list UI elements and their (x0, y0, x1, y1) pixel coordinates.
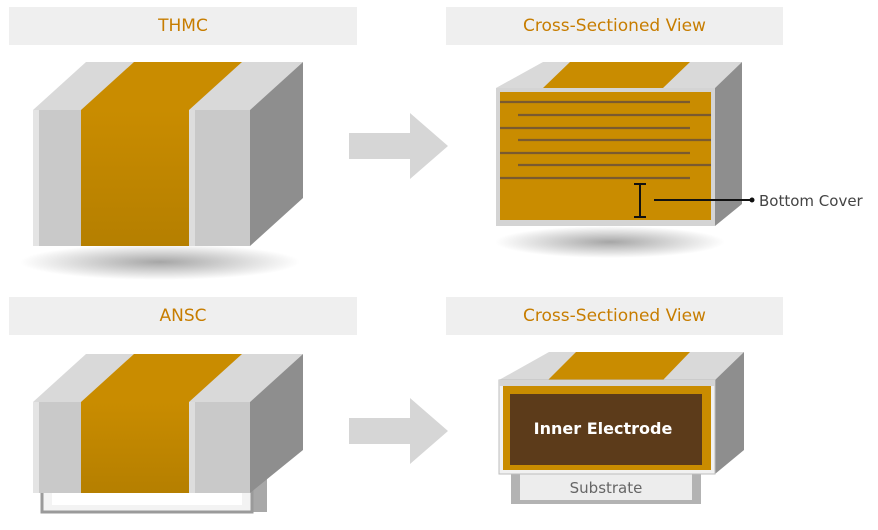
ansc-title: ANSC (9, 297, 357, 335)
thmc-title: THMC (9, 7, 357, 45)
thmc-chip (20, 62, 303, 280)
chip-right-face (250, 62, 303, 246)
thmc-section-title: Cross-Sectioned View (446, 7, 783, 45)
thmc-cross-section (495, 62, 755, 258)
ansc-cross-section (498, 352, 744, 504)
substrate-inner (520, 474, 692, 500)
chip-left-terminal (33, 110, 81, 246)
chip-top-band (81, 62, 242, 110)
right-arrow-icon (349, 398, 448, 464)
inner-electrode-block (510, 394, 702, 465)
bottom-cover-marker (634, 183, 752, 218)
ansc-section-title: Cross-Sectioned View (446, 297, 783, 335)
chip-shadow (20, 244, 300, 280)
section-top-band (543, 62, 690, 88)
section-right-face (715, 62, 742, 226)
bottom-cover-label: Bottom Cover (759, 192, 864, 210)
section-body (500, 92, 711, 220)
substrate-label: Substrate (570, 479, 643, 497)
right-arrow-icon (349, 113, 448, 179)
inner-electrode-lines (500, 100, 711, 180)
inner-electrode-label: Inner Electrode (534, 419, 673, 438)
ansc-chip (33, 354, 303, 514)
chip-front-band (81, 110, 189, 246)
chip-right-terminal (189, 110, 250, 246)
